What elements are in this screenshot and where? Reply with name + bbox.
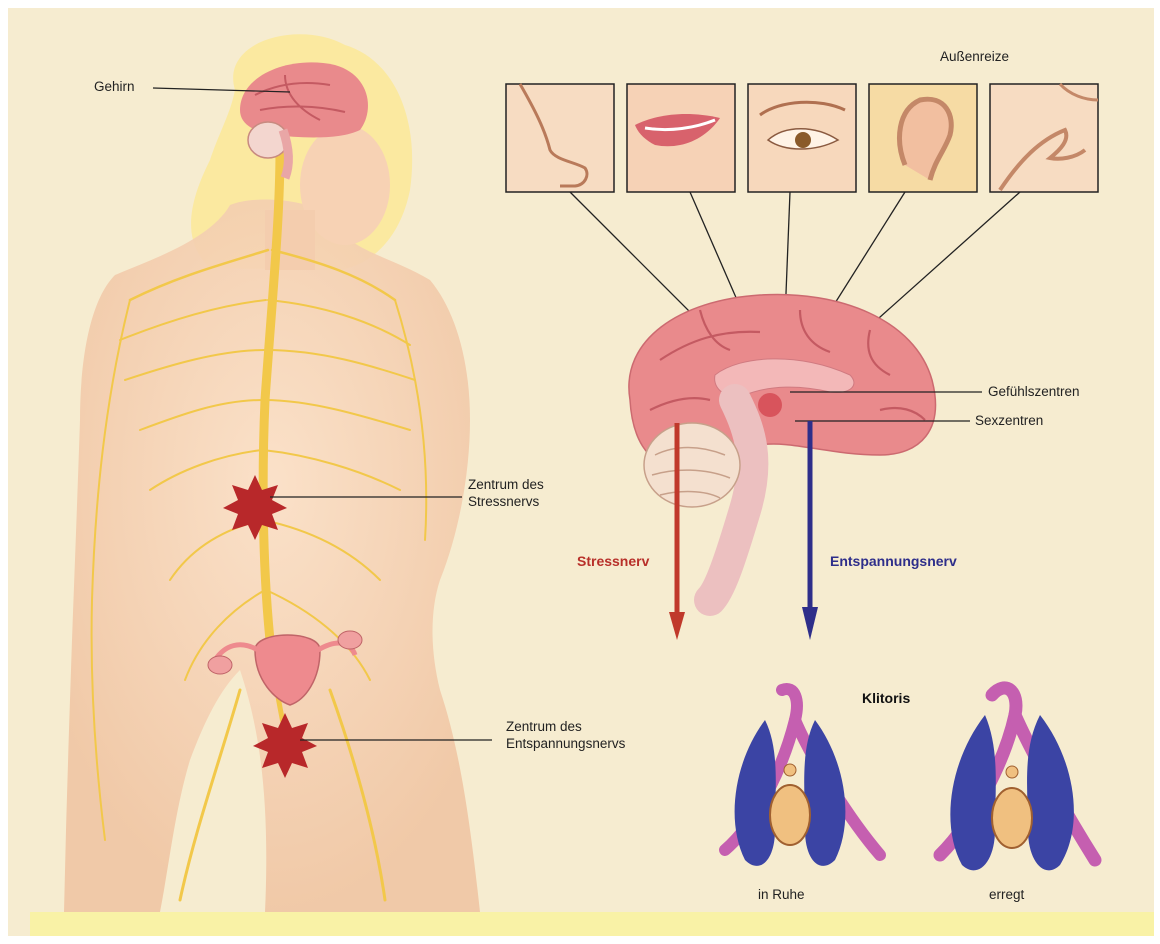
label-stress-center-line2: Stressnervs: [468, 493, 544, 510]
cerebellum: [644, 423, 740, 507]
stimulus-mouth: [627, 84, 735, 192]
label-relax-center-line2: Entspannungsnervs: [506, 735, 625, 752]
label-sex-centers: Sexzentren: [975, 412, 1043, 429]
stimulus-ear: [869, 84, 977, 192]
stimulus-touch: [990, 84, 1098, 192]
label-aroused: erregt: [989, 886, 1024, 903]
label-relax-center: Zentrum des Entspannungsnervs: [506, 718, 625, 752]
label-clitoris-title: Klitoris: [862, 690, 910, 707]
label-at-rest: in Ruhe: [758, 886, 805, 903]
stimulus-nose: [506, 84, 614, 192]
bottom-strip: [30, 912, 1154, 936]
label-stress-center: Zentrum des Stressnervs: [468, 476, 544, 510]
label-stress-nerve: Stressnerv: [577, 553, 649, 570]
label-emotion-centers: Gefühlszentren: [988, 383, 1080, 400]
stimulus-eye: [748, 84, 856, 192]
label-relax-center-line1: Zentrum des: [506, 718, 625, 735]
label-stress-center-line1: Zentrum des: [468, 476, 544, 493]
label-relax-nerve: Entspannungsnerv: [830, 553, 957, 570]
label-brain: Gehirn: [94, 78, 135, 95]
label-external-stimuli: Außenreize: [940, 48, 1009, 65]
